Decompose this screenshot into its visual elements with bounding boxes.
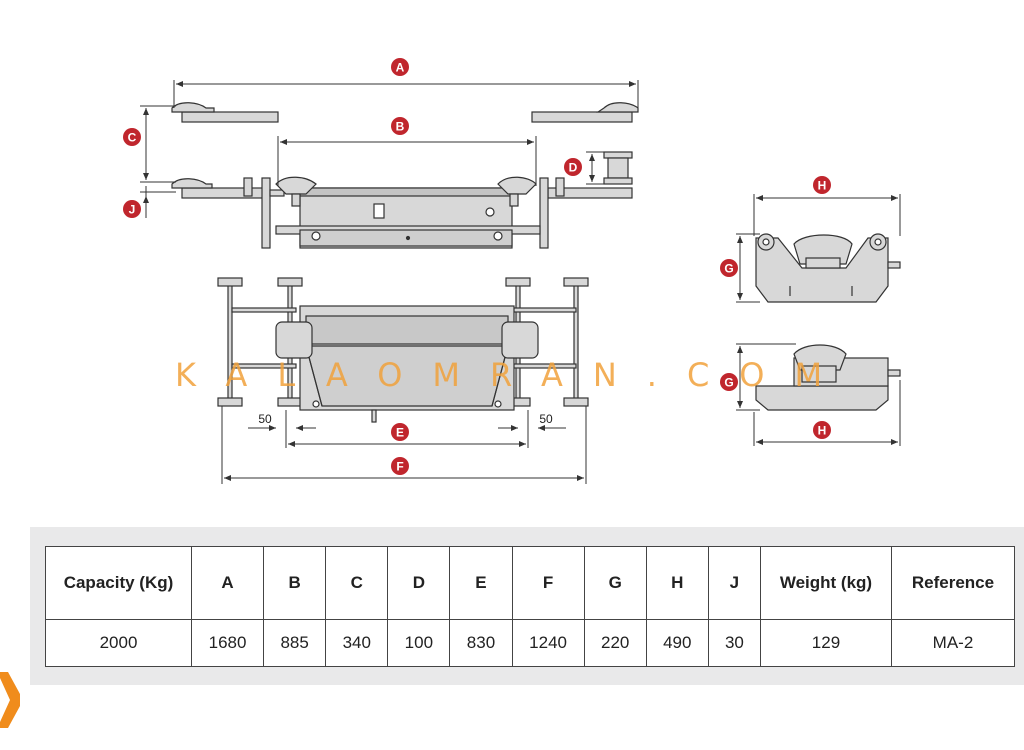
saddle-left-side <box>275 176 317 195</box>
arm-pad-left-top <box>171 102 215 113</box>
cell-a: 1680 <box>190 619 265 667</box>
cell-g: 220 <box>583 619 647 667</box>
svg-text:A: A <box>396 61 405 75</box>
svg-text:D: D <box>569 161 578 175</box>
svg-text:C: C <box>128 131 137 145</box>
saddle-left-top <box>275 321 313 359</box>
badge-A: A <box>391 58 409 76</box>
col-d: D <box>387 546 451 620</box>
cell-f: 1240 <box>511 619 585 667</box>
svg-text:G: G <box>724 262 733 276</box>
offset-left-label: 50 <box>258 412 272 426</box>
col-e: E <box>449 546 513 620</box>
table-header-row: Capacity (Kg) A B C D E F G H J Weight (… <box>45 546 1016 620</box>
col-g: G <box>583 546 647 620</box>
col-reference: Reference <box>890 546 1016 620</box>
col-h: H <box>645 546 709 620</box>
end-view <box>755 233 901 303</box>
col-f: F <box>511 546 585 620</box>
top-view <box>217 277 589 423</box>
end-saddle <box>793 234 853 265</box>
cell-b: 885 <box>263 619 327 667</box>
watermark: KALAOMRAN.COM <box>175 356 852 394</box>
post-left <box>261 177 271 249</box>
arm-pad-right-top <box>596 102 639 113</box>
svg-text:E: E <box>396 426 404 440</box>
badge-G-lower: G <box>720 373 738 391</box>
cell-j: 30 <box>707 619 761 667</box>
saddle-right-side <box>497 176 537 195</box>
badge-H-lower: H <box>813 421 831 439</box>
brand-k-icon <box>0 672 20 728</box>
spec-table: Capacity (Kg) A B C D E F G H J Weight (… <box>45 546 1016 667</box>
technical-drawing: A B C D J H G G H E F 50 50 KALAOMRA <box>123 58 901 484</box>
svg-text:G: G <box>724 376 733 390</box>
badge-F: F <box>391 457 409 475</box>
col-j: J <box>707 546 761 620</box>
dimension-lines <box>140 80 901 484</box>
cell-c: 340 <box>325 619 389 667</box>
svg-text:H: H <box>818 424 827 438</box>
svg-text:F: F <box>396 460 403 474</box>
end-body <box>755 237 889 303</box>
cell-e: 830 <box>449 619 513 667</box>
badge-C: C <box>123 128 141 146</box>
badge-G-top: G <box>720 259 738 277</box>
badge-J: J <box>123 200 141 218</box>
lowered-view <box>755 344 901 411</box>
offset-right-label: 50 <box>539 412 553 426</box>
post-right <box>539 177 549 249</box>
col-c: C <box>325 546 389 620</box>
table-row: 2000 1680 885 340 100 830 1240 220 490 3… <box>45 619 1016 667</box>
svg-text:H: H <box>818 179 827 193</box>
cell-capacity: 2000 <box>45 619 192 667</box>
col-capacity: Capacity (Kg) <box>45 546 192 620</box>
badge-E: E <box>391 423 409 441</box>
badge-B: B <box>391 117 409 135</box>
col-weight: Weight (kg) <box>759 546 892 620</box>
extended-arm-left <box>181 111 279 123</box>
cell-weight: 129 <box>759 619 892 667</box>
spec-table-panel: Capacity (Kg) A B C D E F G H J Weight (… <box>30 527 1024 685</box>
col-b: B <box>263 546 327 620</box>
extended-arm-right <box>531 111 633 123</box>
svg-text:J: J <box>129 203 136 217</box>
cell-d: 100 <box>387 619 451 667</box>
svg-text:B: B <box>396 120 405 134</box>
side-view <box>171 102 639 249</box>
saddle-right-top <box>501 321 539 359</box>
cell-reference: MA-2 <box>890 619 1016 667</box>
cell-h: 490 <box>645 619 709 667</box>
arm-pad-left-low <box>171 178 213 189</box>
badge-H-top: H <box>813 176 831 194</box>
col-a: A <box>190 546 265 620</box>
badge-D: D <box>564 158 582 176</box>
